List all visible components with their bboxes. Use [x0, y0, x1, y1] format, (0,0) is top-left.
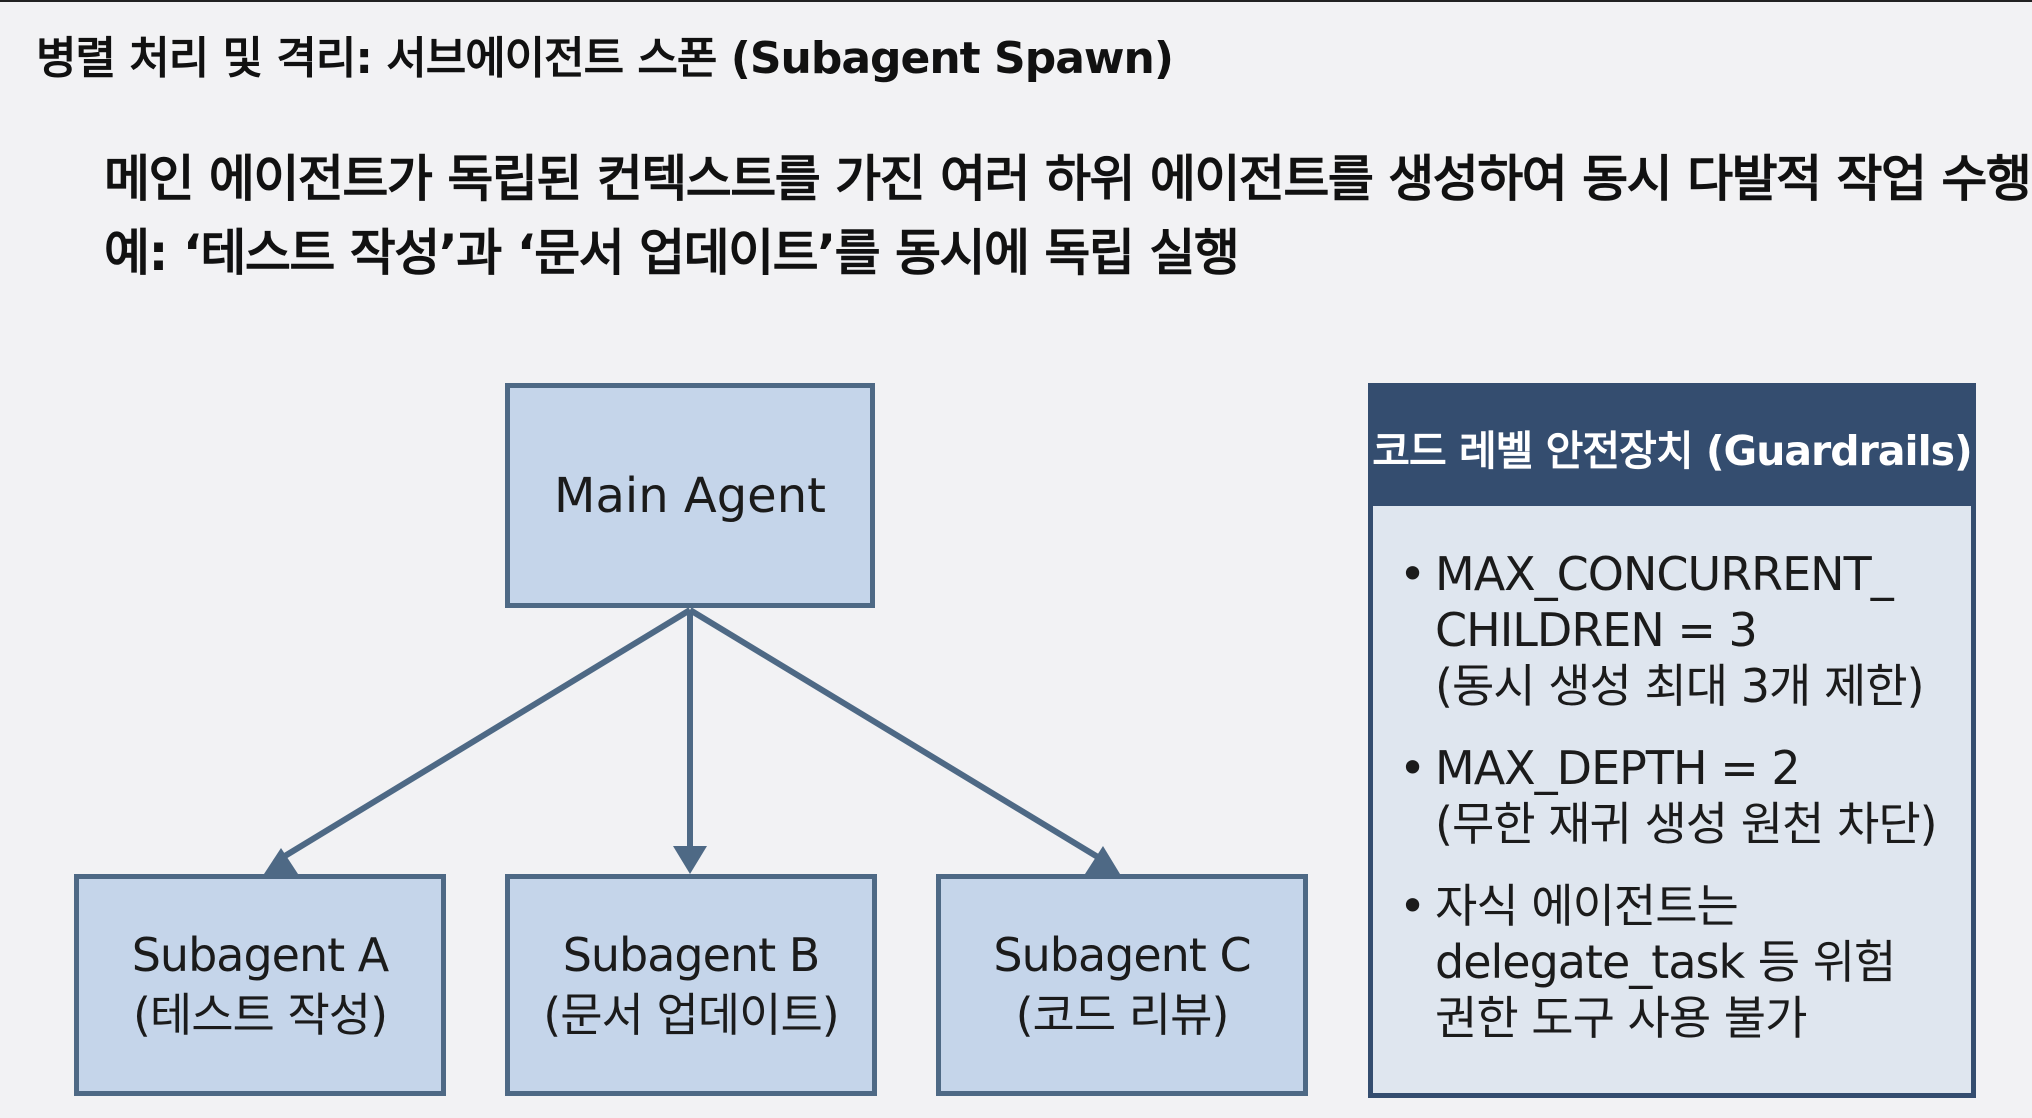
guardrails-title: 코드 레벨 안전장치 (Guardrails)	[1372, 427, 1973, 475]
guardrail-line: (무한 재귀 생성 원천 차단)	[1435, 797, 1938, 851]
subagent-c-task: (코드 리뷰)	[1015, 988, 1230, 1042]
summary-line-2: 예: ‘테스트 작성’과 ‘문서 업데이트’를 동시에 독립 실행	[104, 224, 1240, 282]
guardrail-line: MAX_CONCURRENT_	[1435, 547, 1894, 601]
subagent-a-task: (테스트 작성)	[132, 988, 388, 1042]
subagent-c-node: Subagent C (코드 리뷰)	[936, 874, 1308, 1096]
guardrails-header: 코드 레벨 안전장치 (Guardrails)	[1372, 388, 1973, 506]
subagent-b-task: (문서 업데이트)	[543, 988, 839, 1042]
guardrail-line: 권한 도구 사용 불가	[1435, 991, 1807, 1045]
bullet-dot: •	[1399, 879, 1426, 933]
guardrail-item: • 자식 에이전트는 delegate_task 등 위험 권한 도구 사용 불…	[1399, 878, 1971, 1046]
subagent-a-name: Subagent A	[131, 928, 390, 982]
bullet-dot: •	[1399, 547, 1426, 601]
guardrail-item: • MAX_CONCURRENT_ CHILDREN = 3 (동시 생성 최대…	[1399, 546, 1971, 714]
connector-main-to-c	[688, 607, 1108, 865]
guardrail-line: 자식 에이전트는	[1435, 879, 1739, 933]
arrowhead-a	[264, 848, 298, 874]
slide-title: 병렬 처리 및 격리: 서브에이전트 스폰 (Subagent Spawn)	[36, 33, 1174, 84]
guardrail-line: CHILDREN = 3	[1435, 603, 1758, 657]
connector-main-to-a	[273, 607, 692, 865]
summary-text: 메인 에이전트가 독립된 컨텍스트를 가진 여러 하위 에이전트를 생성하여 동…	[104, 142, 2032, 290]
subagent-c-name: Subagent C	[993, 928, 1251, 982]
subagent-b-name: Subagent B	[562, 928, 821, 982]
subagent-a-node: Subagent A (테스트 작성)	[74, 874, 446, 1096]
guardrails-list: • MAX_CONCURRENT_ CHILDREN = 3 (동시 생성 최대…	[1373, 506, 1971, 1046]
summary-line-1: 메인 에이전트가 독립된 컨텍스트를 가진 여러 하위 에이전트를 생성하여 동…	[104, 150, 2032, 208]
guardrails-panel: 코드 레벨 안전장치 (Guardrails) • MAX_CONCURRENT…	[1368, 383, 1976, 1098]
top-rule	[0, 0, 2032, 2]
guardrail-item: • MAX_DEPTH = 2 (무한 재귀 생성 원천 차단)	[1399, 740, 1971, 852]
bullet-dot: •	[1399, 741, 1426, 795]
guardrail-line: delegate_task 등 위험	[1435, 935, 1896, 989]
main-agent-label: Main Agent	[554, 467, 826, 524]
subagent-b-node: Subagent B (문서 업데이트)	[505, 874, 877, 1096]
arrowhead-b	[673, 846, 707, 874]
guardrail-line: (동시 생성 최대 3개 제한)	[1435, 659, 1925, 713]
guardrail-line: MAX_DEPTH = 2	[1435, 741, 1801, 795]
arrowhead-c	[1085, 846, 1120, 874]
main-agent-node: Main Agent	[505, 383, 875, 608]
